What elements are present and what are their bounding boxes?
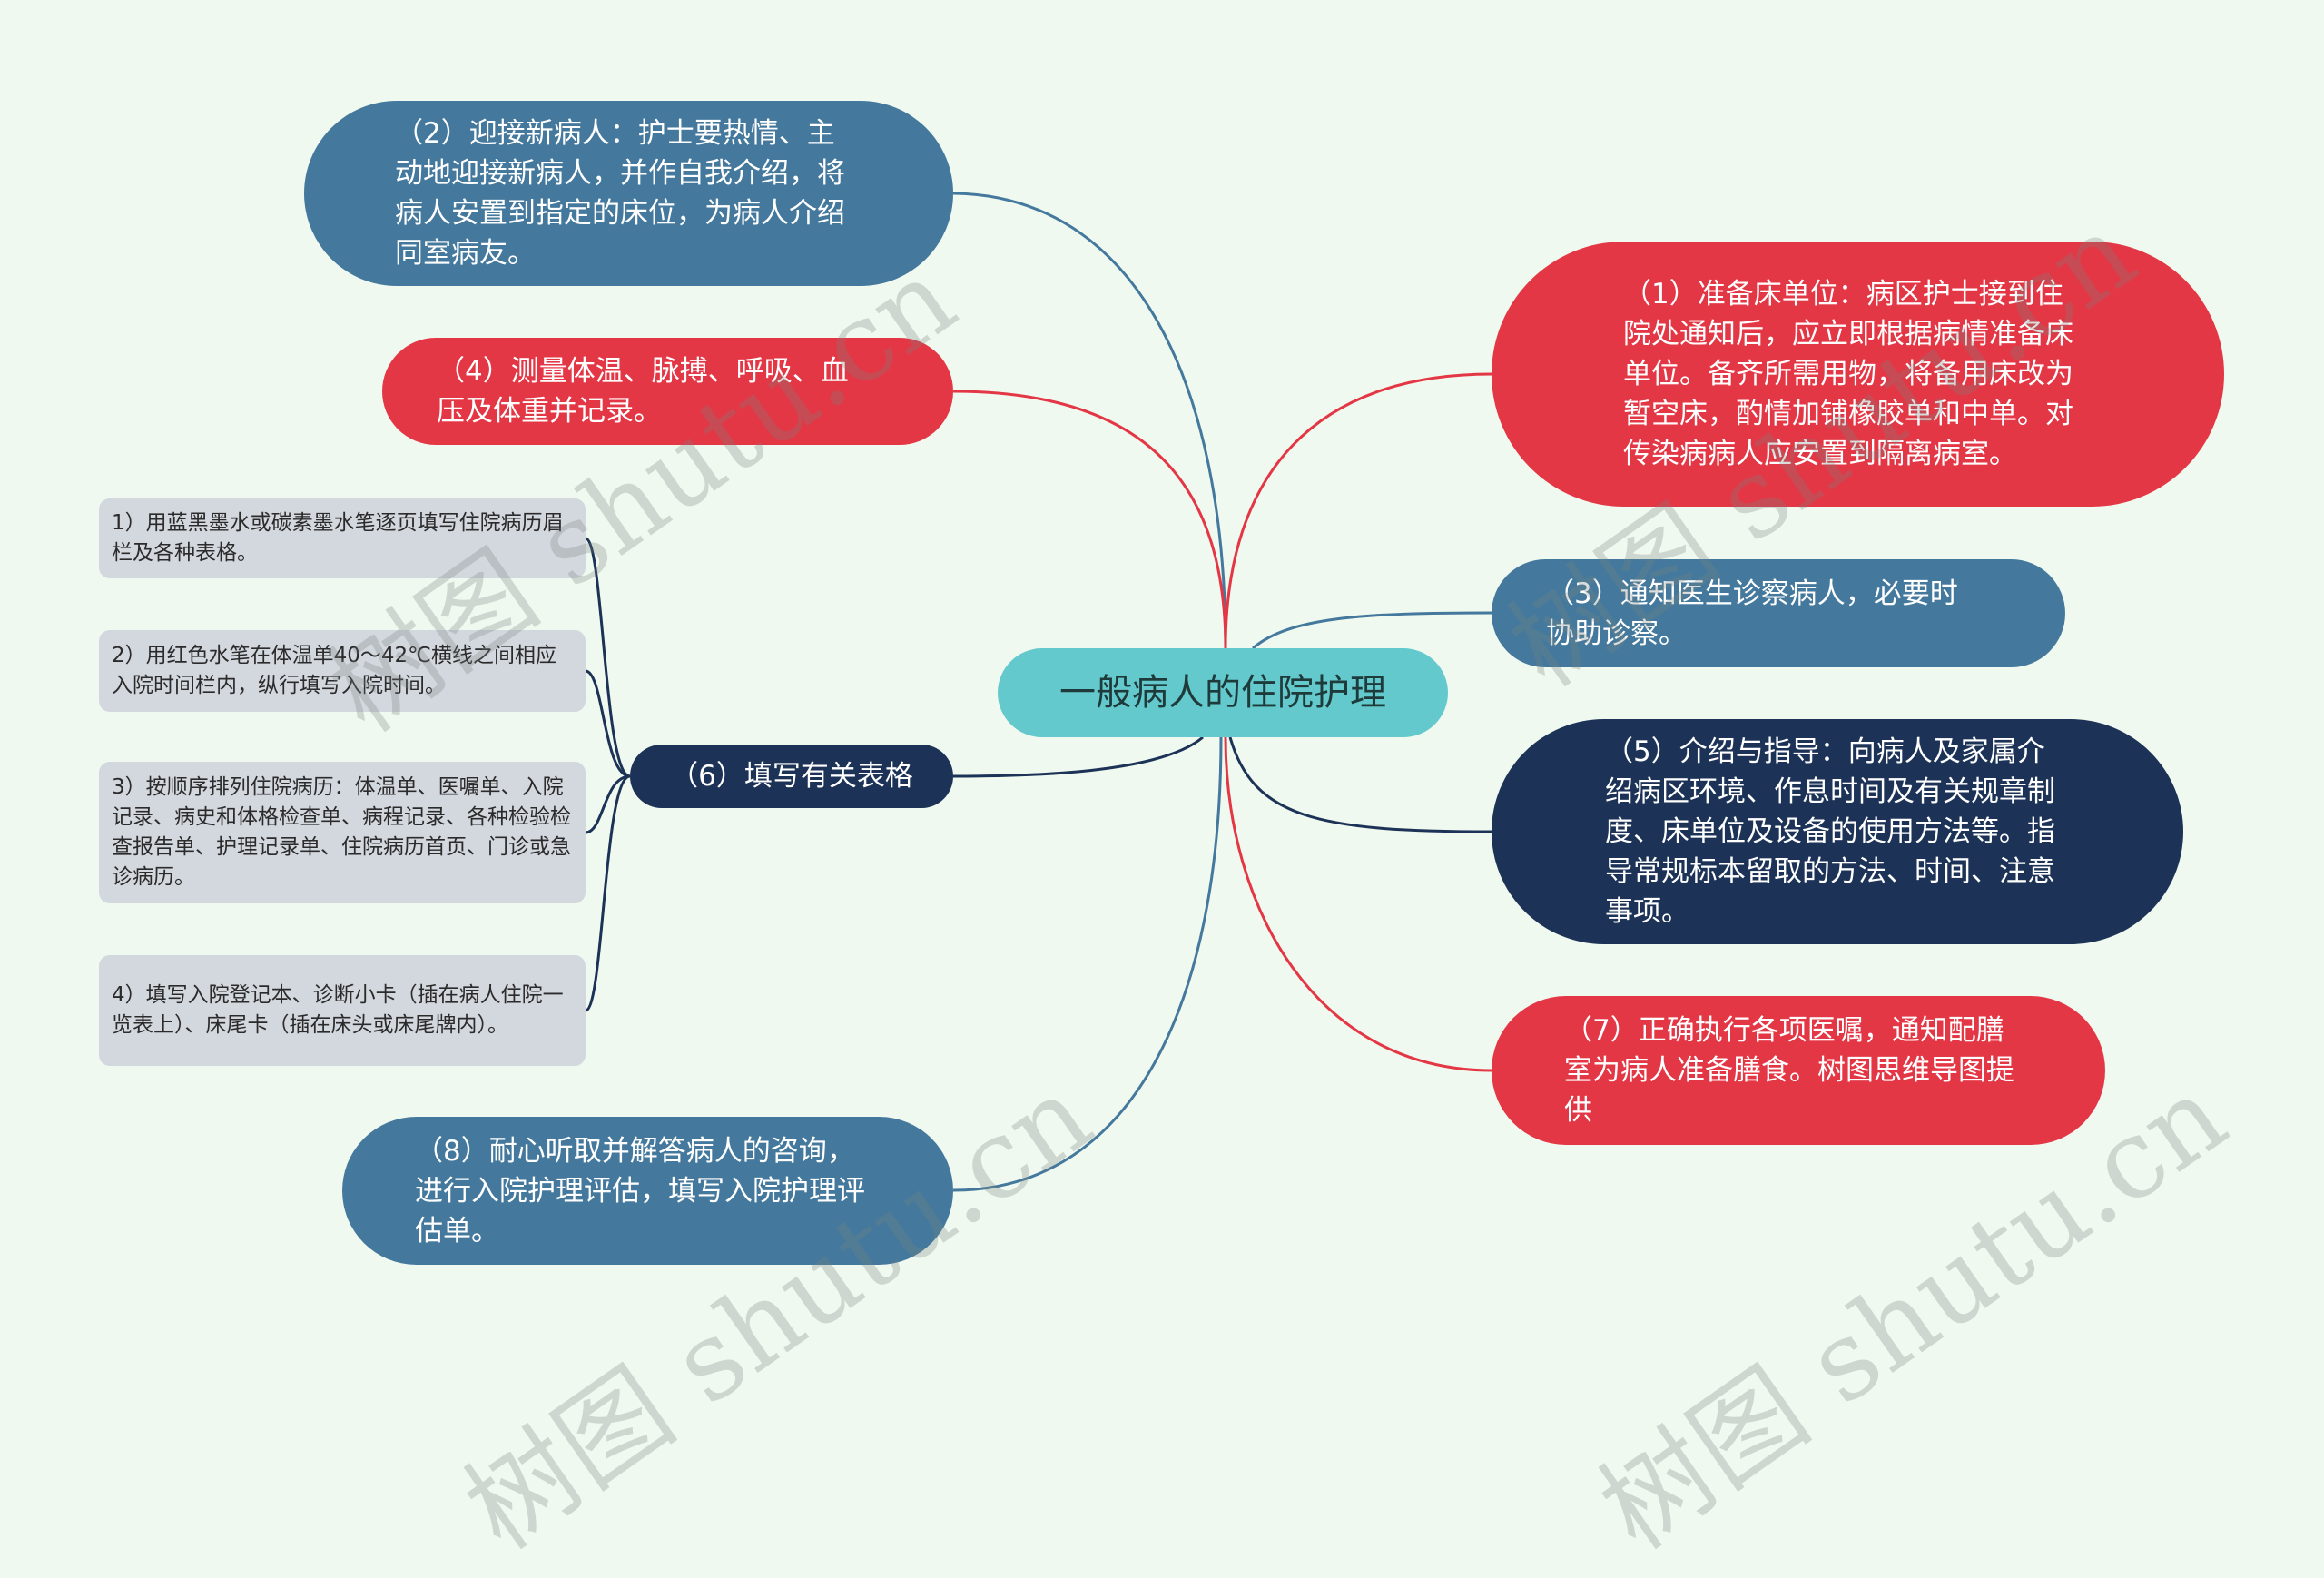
sub-node-6-1[interactable]: 1）用蓝黑墨水或碳素墨水笔逐页填写住院病历眉栏及各种表格。	[99, 498, 586, 578]
branch-node-6[interactable]: （6）填写有关表格	[630, 745, 953, 808]
branch-node-2[interactable]: （2）迎接新病人：护士要热情、主动地迎接新病人，并作自我介绍，将病人安置到指定的…	[304, 101, 953, 286]
connector-lines	[585, 192, 1492, 1192]
branch-node-4[interactable]: （4）测量体温、脉搏、呼吸、血压及体重并记录。	[382, 338, 953, 445]
branch-node-3[interactable]: （3）通知医生诊察病人，必要时协助诊察。	[1492, 559, 2065, 667]
branch-node-1[interactable]: （1）准备床单位：病区护士接到住院处通知后，应立即根据病情准备床单位。备齐所需用…	[1492, 242, 2224, 507]
sub-node-6-3[interactable]: 3）按顺序排列住院病历：体温单、医嘱单、入院记录、病史和体格检查单、病程记录、各…	[99, 762, 586, 903]
sub-node-6-4[interactable]: 4）填写入院登记本、诊断小卡（插在病人住院一览表上）、床尾卡（插在床头或床尾牌内…	[99, 955, 586, 1066]
branch-node-5[interactable]: （5）介绍与指导：向病人及家属介绍病区环境、作息时间及有关规章制度、床单位及设备…	[1492, 719, 2183, 944]
central-topic[interactable]: 一般病人的住院护理	[998, 648, 1448, 737]
branch-node-8[interactable]: （8）耐心听取并解答病人的咨询，进行入院护理评估，填写入院护理评估单。	[342, 1117, 953, 1265]
branch-node-7[interactable]: （7）正确执行各项医嘱，通知配膳室为病人准备膳食。树图思维导图提供	[1492, 996, 2105, 1145]
sub-node-6-2[interactable]: 2）用红色水笔在体温单40～42℃横线之间相应入院时间栏内，纵行填写入院时间。	[99, 630, 586, 712]
